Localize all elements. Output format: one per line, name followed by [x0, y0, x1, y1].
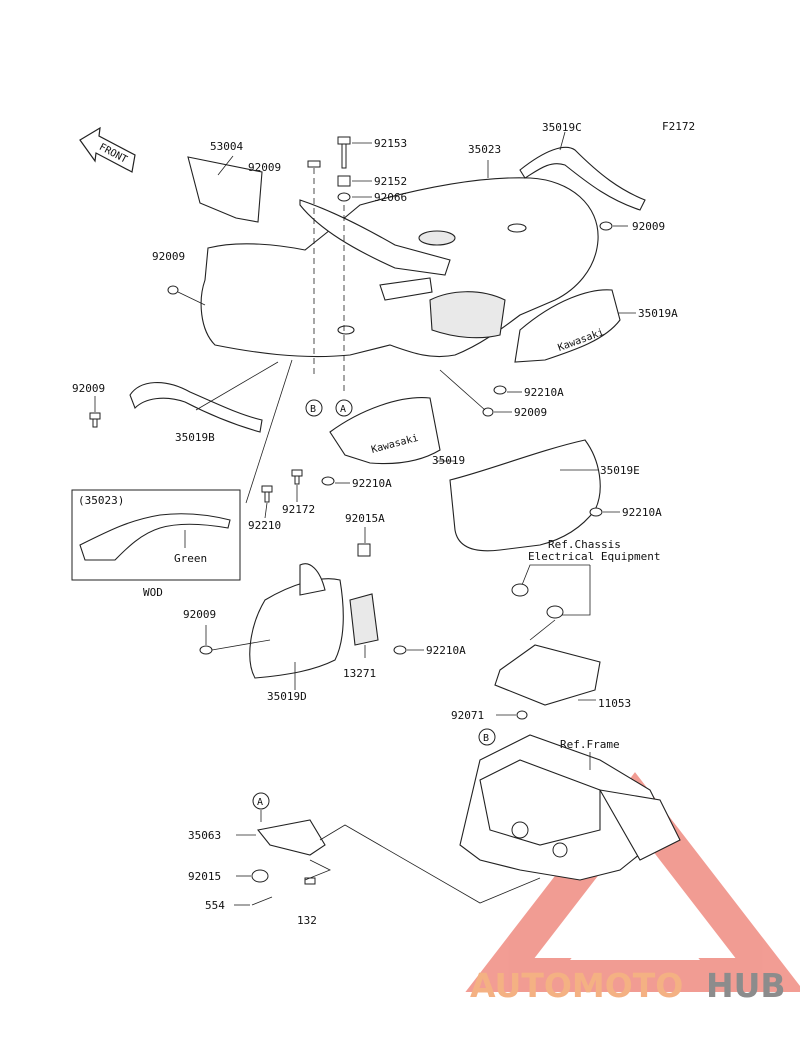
callout-92210A-3: 92210A [622, 506, 662, 519]
screw-92009-top-icon [307, 160, 321, 168]
callout-35019A: 35019A [638, 307, 678, 320]
callout-92153: 92153 [374, 137, 407, 150]
ref-frame: Ref.Frame [560, 738, 620, 751]
inset-color-note: Green [174, 552, 207, 565]
callout-35019C: 35019C [542, 121, 582, 134]
callout-92172: 92172 [282, 503, 315, 516]
marker-b-top: B [305, 399, 323, 417]
grommet-92015-icon [251, 869, 269, 883]
marker-a-low: A [252, 792, 270, 810]
callout-132: 132 [297, 914, 317, 927]
grommet-92066-icon [337, 192, 351, 202]
callout-92015A: 92015A [345, 512, 385, 525]
callout-92210A-1: 92210A [524, 386, 564, 399]
callout-92071: 92071 [451, 709, 484, 722]
callout-92009-right: 92009 [632, 220, 665, 233]
callout-35019: 35019 [432, 454, 465, 467]
part-35019D-inner-fender [249, 578, 344, 679]
callout-35019D: 35019D [267, 690, 307, 703]
part-35063-stay [257, 819, 326, 856]
screw-92009-left-icon [167, 285, 179, 295]
inset-variant: WOD [143, 586, 163, 599]
ref-chassis-line1: Ref.Chassis [548, 538, 621, 551]
svg-text:B: B [483, 733, 489, 744]
clip-92015A-icon [357, 543, 371, 557]
relay-icon [511, 583, 564, 619]
nut-92071-icon [516, 710, 528, 720]
part-35023-rear-fender [200, 177, 599, 358]
callout-35063: 35063 [188, 829, 221, 842]
callout-53004: 53004 [210, 140, 243, 153]
svg-text:B: B [310, 404, 316, 415]
bolt-92153-icon [337, 136, 351, 169]
screw-92009-fl-icon [89, 412, 101, 428]
callout-92210A-2: 92210A [352, 477, 392, 490]
bolt-132-icon [304, 877, 316, 885]
svg-text:A: A [340, 404, 346, 415]
nut-92210A-4-icon [393, 645, 407, 655]
front-arrow-icon: FRONT [79, 126, 136, 173]
screw-92009-low-icon [199, 645, 213, 655]
callout-92009-top: 92009 [248, 161, 281, 174]
part-35019A-side-cover [514, 289, 621, 363]
bolt-92210-icon [261, 485, 273, 503]
part-35019C-rail [519, 146, 646, 211]
marker-b-frame: B [478, 728, 496, 746]
callout-11053: 11053 [598, 697, 631, 710]
bolt-92172-icon [291, 469, 303, 485]
marker-a-top: A [335, 399, 353, 417]
svg-text:AUTOMOTO: AUTOMOTO [470, 966, 683, 1005]
svg-text:HUB: HUB [706, 966, 786, 1005]
figure-code: F2172 [662, 120, 695, 133]
nut-92210A-3-icon [589, 507, 603, 517]
callout-92009-fl: 92009 [72, 382, 105, 395]
watermark-logo-icon [465, 772, 800, 992]
watermark-text: AUTOMOTO HUB [470, 966, 786, 1005]
part-11053-tray [494, 644, 601, 706]
callout-35023: 35023 [468, 143, 501, 156]
callout-554: 554 [205, 899, 225, 912]
nut-92210A-2-icon [321, 476, 335, 486]
callout-92009-left: 92009 [152, 250, 185, 263]
callout-92009-low: 92009 [183, 608, 216, 621]
part-53004-sheet [187, 156, 263, 223]
callout-92015: 92015 [188, 870, 221, 883]
callout-92152: 92152 [374, 175, 407, 188]
collar-92152-icon [337, 175, 351, 187]
svg-text:A: A [257, 797, 263, 808]
part-35019-side-cover [329, 397, 441, 465]
inset-title: (35023) [78, 494, 124, 507]
part-35019B-rail [129, 382, 263, 433]
frame-structure [459, 734, 681, 881]
callout-35019E: 35019E [600, 464, 640, 477]
part-35019E-cover [449, 439, 601, 552]
callout-13271: 13271 [343, 667, 376, 680]
callout-92210: 92210 [248, 519, 281, 532]
part-13271-bracket [349, 593, 379, 646]
callout-35019B: 35019B [175, 431, 215, 444]
screw-92009-right-icon [599, 221, 613, 231]
callout-92009-mid: 92009 [514, 406, 547, 419]
pin-554-icon [251, 896, 273, 906]
callout-92066: 92066 [374, 191, 407, 204]
inset-box: (35023) Green [71, 489, 241, 581]
screw-92009-mid-icon [482, 407, 494, 417]
nut-92210A-1-icon [493, 385, 507, 395]
ref-chassis-line2: Electrical Equipment [528, 550, 660, 563]
callout-92210A-4: 92210A [426, 644, 466, 657]
